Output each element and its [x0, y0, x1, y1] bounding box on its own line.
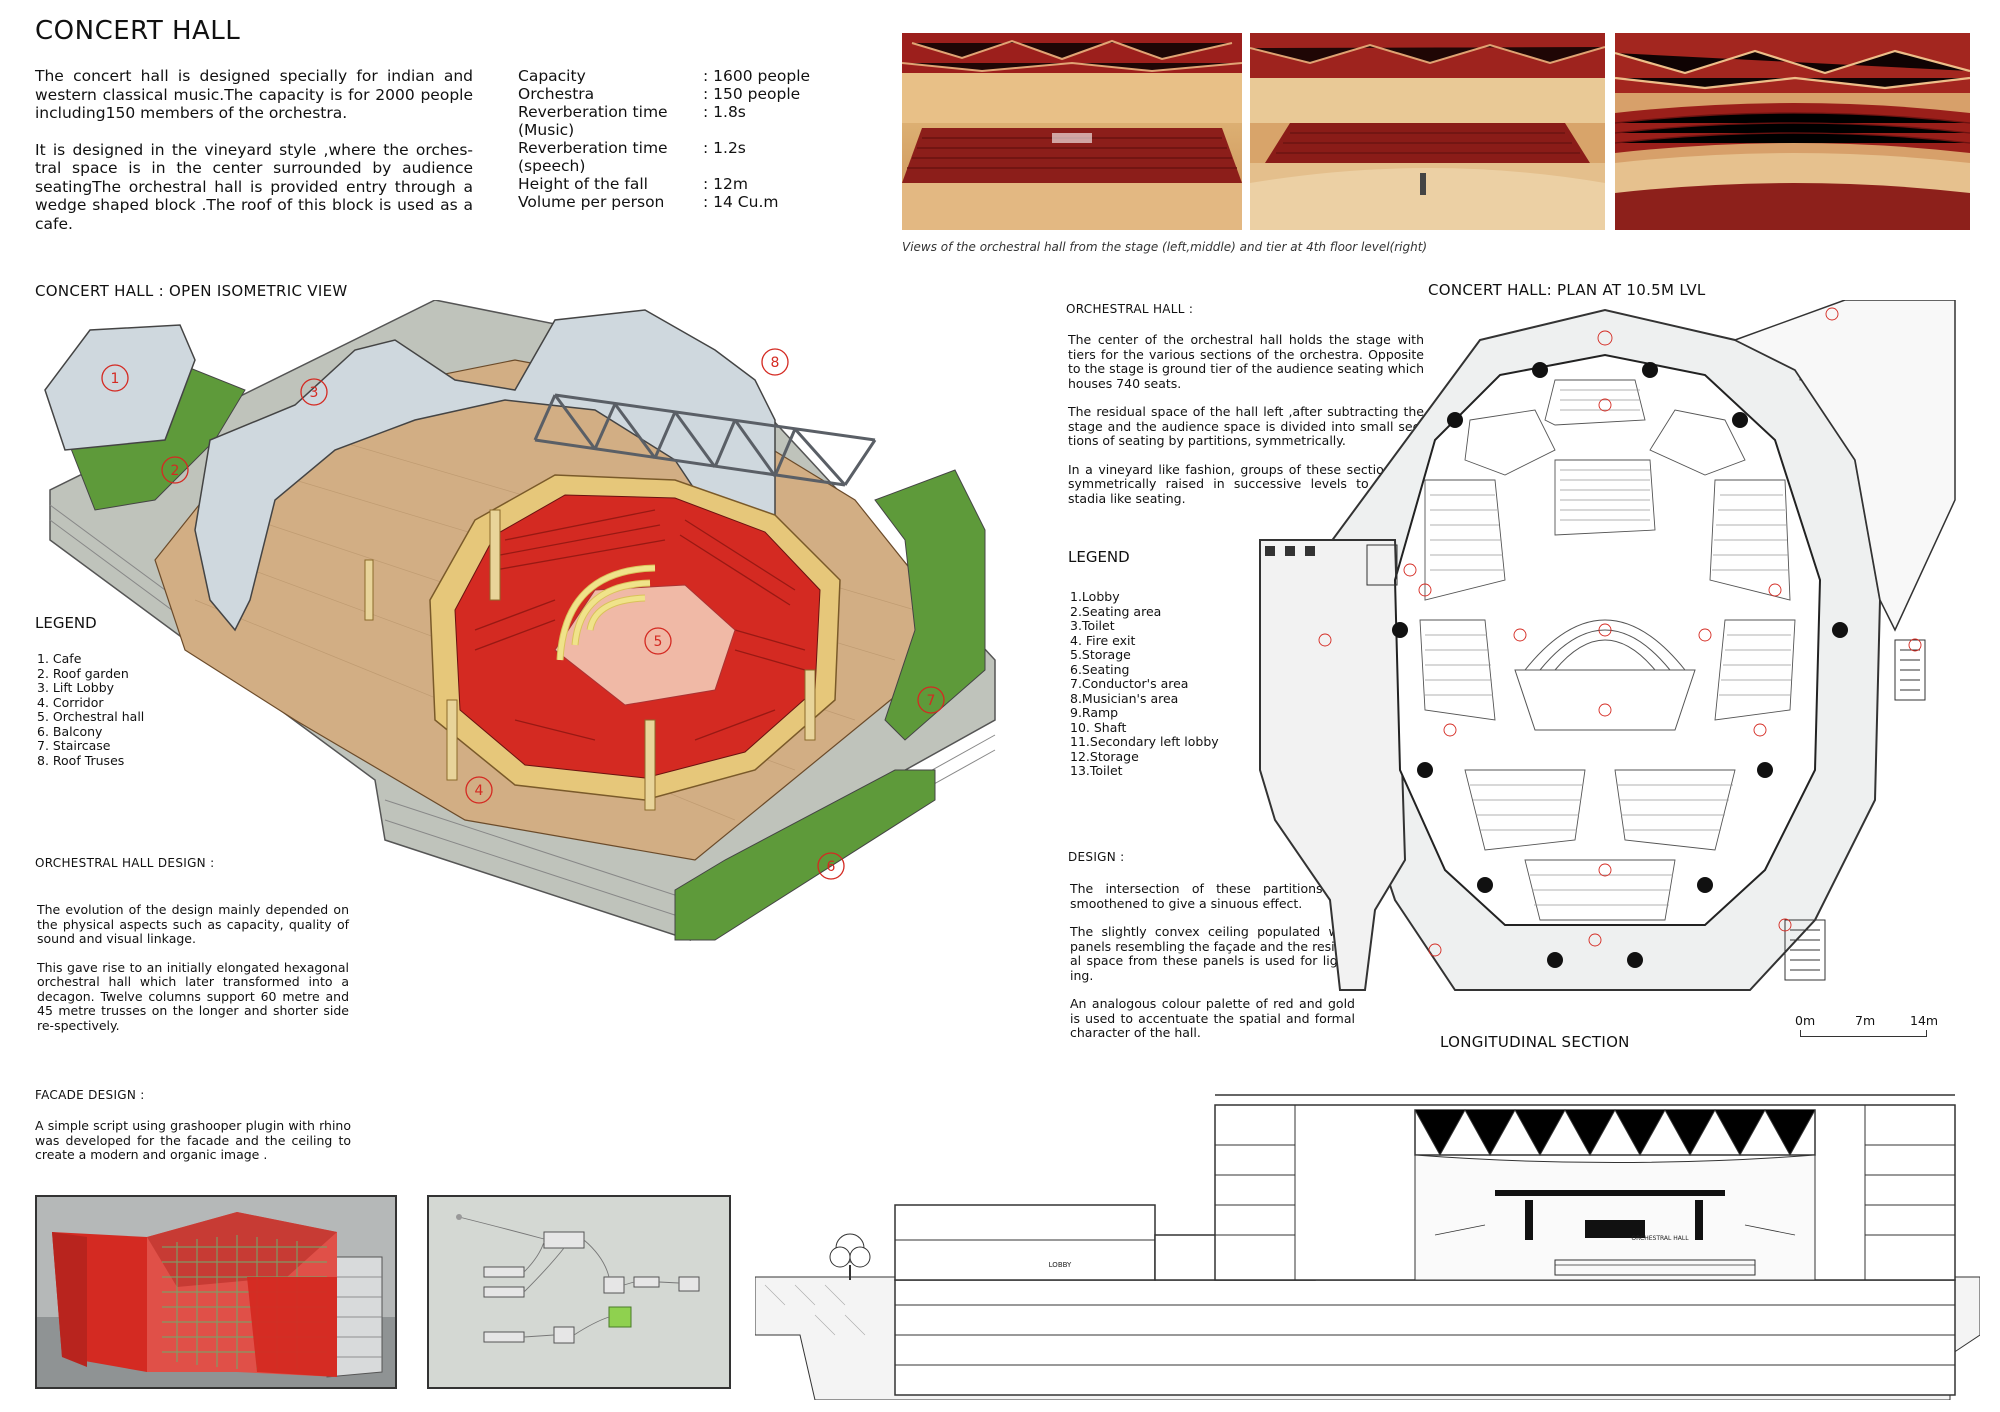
hall-photo-left	[902, 33, 1242, 230]
legend-left-list: 1. Cafe 2. Roof garden 3. Lift Lobby 4. …	[37, 651, 145, 768]
design-heading: DESIGN :	[1068, 850, 1125, 864]
spec-value: : 1600 people	[703, 67, 811, 85]
orchestral-hall-text: The center of the orchestral hall holds …	[1068, 332, 1424, 506]
legend-item: 13.Toilet	[1070, 763, 1123, 778]
spec-row: Reverberation time (Music) : 1.8s	[518, 103, 838, 139]
spec-row: Volume per person : 14 Cu.m	[518, 193, 838, 211]
spec-value: : 1.8s	[703, 103, 746, 121]
legend-item: 5. Orchestral hall	[37, 709, 145, 724]
legend-item: 5.Storage	[1070, 647, 1131, 662]
spec-value: : 150 people	[703, 85, 801, 103]
intro-paragraph-2: It is designed in the vineyard style ,wh…	[35, 140, 473, 233]
section-drawing: LOBBY ORCHESTRAL HALL	[755, 1085, 1980, 1400]
scale-bar	[1800, 1030, 1927, 1037]
legend-item: 1.Lobby	[1070, 589, 1120, 604]
grasshopper-script-image	[427, 1195, 731, 1389]
legend-item: 7.Conductor's area	[1070, 676, 1189, 691]
hall-photo-right	[1615, 33, 1970, 230]
scale-label-14: 14m	[1910, 1013, 1939, 1028]
spec-row: Reverberation time (speech) : 1.2s	[518, 139, 838, 175]
legend-item: 6. Balcony	[37, 723, 103, 739]
spec-key: Reverberation time (speech)	[518, 139, 668, 175]
orchestral-design-p2: This gave rise to an initially elongated…	[37, 959, 349, 1033]
spec-value: : 14 Cu.m	[703, 193, 779, 211]
spec-row: Orchestra : 150 people	[518, 85, 838, 103]
legend-left-title: LEGEND	[35, 614, 97, 632]
photos-caption: Views of the orchestral hall from the st…	[902, 240, 1428, 254]
plan-drawing	[1255, 300, 1985, 1000]
legend-item: 3. Lift Lobby	[37, 680, 115, 695]
legend-item: 4. Corridor	[37, 694, 104, 710]
isometric-drawing: 1 2 3 4 5 6 7 8	[35, 300, 1035, 975]
legend-right-title: LEGEND	[1068, 548, 1130, 566]
facade-render	[35, 1195, 397, 1389]
section-lobby-label: LOBBY	[1049, 1261, 1072, 1269]
spec-key: Height of the fall	[518, 175, 648, 193]
orchestral-design-text: The evolution of the design mainly depen…	[37, 902, 349, 1033]
design-p3: An analogous colour palette of red and g…	[1070, 996, 1355, 1040]
page-title: CONCERT HALL	[35, 16, 241, 46]
legend-item: 10. Shaft	[1070, 719, 1127, 735]
spec-value: : 1.2s	[703, 139, 746, 157]
scale-label-0: 0m	[1795, 1013, 1816, 1028]
plan-heading: CONCERT HALL: PLAN AT 10.5M LVL	[1428, 281, 1706, 299]
legend-item: 4. Fire exit	[1070, 632, 1136, 648]
iso-marker-7: 7	[927, 693, 936, 709]
iso-marker-6: 6	[827, 859, 836, 875]
specs-table: Capacity : 1600 people Orchestra : 150 peo…	[518, 67, 838, 211]
orchestral-hall-p3: In a vineyard like fashion, groups of th…	[1068, 461, 1424, 506]
scale-label-7: 7m	[1855, 1013, 1876, 1028]
iso-marker-8: 8	[771, 355, 780, 371]
spec-value: : 12m	[703, 175, 748, 193]
intro-paragraph-1: The concert hall is designed specially f…	[35, 67, 473, 122]
legend-item: 11.Secondary left lobby	[1070, 734, 1219, 749]
legend-item: 9.Ramp	[1070, 705, 1119, 720]
orchestral-hall-p1: The center of the orchestral hall holds …	[1068, 332, 1424, 391]
spec-key: Orchestra	[518, 85, 595, 103]
legend-item: 2.Seating area	[1070, 603, 1162, 619]
design-p2: The slightly convex ceiling populated wi…	[1070, 924, 1355, 983]
legend-right-list: 1.Lobby 2.Seating area 3.Toilet 4. Fire …	[1070, 589, 1219, 779]
design-p1: The intersection of these partitions are…	[1070, 881, 1355, 911]
design-text: The intersection of these partitions are…	[1070, 881, 1355, 1041]
section-heading: LONGITUDINAL SECTION	[1440, 1033, 1630, 1051]
isometric-heading: CONCERT HALL : OPEN ISOMETRIC VIEW	[35, 282, 348, 300]
spec-row: Capacity : 1600 people	[518, 67, 838, 85]
legend-item: 3.Toilet	[1070, 618, 1115, 633]
legend-item: 6.Seating	[1070, 661, 1130, 677]
iso-marker-4: 4	[475, 783, 484, 799]
orchestral-hall-heading: ORCHESTRAL HALL :	[1066, 302, 1194, 316]
orchestral-design-heading: ORCHESTRAL HALL DESIGN :	[35, 856, 215, 870]
spec-key: Capacity	[518, 67, 586, 85]
iso-marker-1: 1	[111, 371, 120, 387]
legend-item: 8.Musician's area	[1070, 690, 1179, 706]
orchestral-hall-p2: The residual space of the hall left ,aft…	[1068, 404, 1424, 448]
orchestral-design-p1: The evolution of the design mainly depen…	[37, 902, 349, 946]
section-hall-label: ORCHESTRAL HALL	[1631, 1235, 1689, 1242]
facade-heading: FACADE DESIGN :	[35, 1088, 145, 1102]
legend-item: 2. Roof garden	[37, 665, 129, 681]
iso-marker-2: 2	[171, 463, 180, 479]
spec-row: Height of the fall : 12m	[518, 175, 838, 193]
spec-key: Volume per person	[518, 193, 665, 211]
legend-item: 1. Cafe	[37, 651, 82, 666]
hall-photo-middle	[1250, 33, 1605, 230]
legend-item: 8. Roof Truses	[37, 752, 125, 768]
iso-marker-5: 5	[654, 634, 663, 650]
legend-item: 7. Staircase	[37, 738, 111, 753]
legend-item: 12.Storage	[1070, 748, 1139, 764]
spec-key: Reverberation time (Music)	[518, 103, 668, 139]
intro-text: The concert hall is designed specially f…	[35, 67, 473, 233]
iso-marker-3: 3	[310, 385, 319, 401]
facade-text: A simple script using grashooper plugin …	[35, 1118, 351, 1162]
